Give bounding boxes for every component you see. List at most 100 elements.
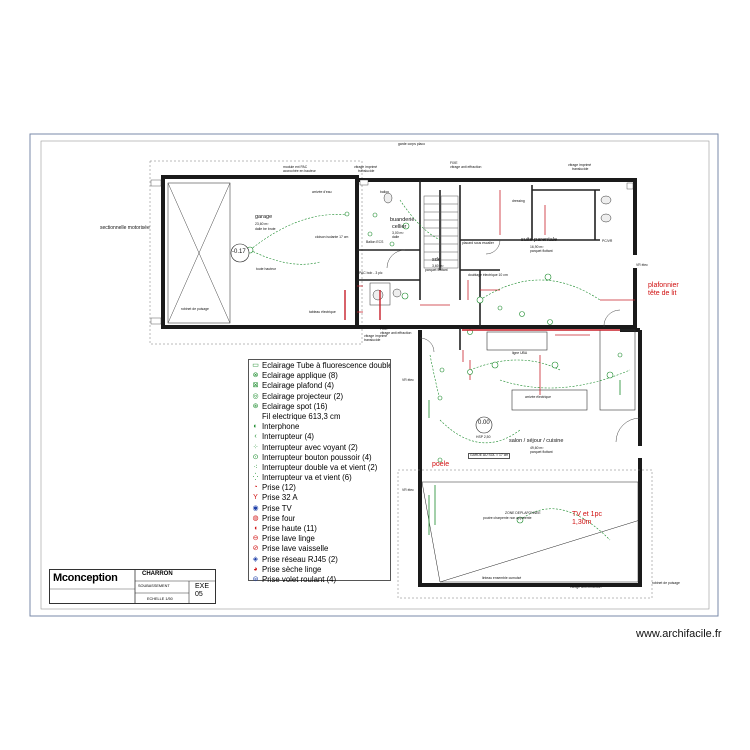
fixe-bottom-label: FIXE <box>380 327 388 331</box>
zone-deplafonnee-outline <box>421 481 641 583</box>
legend-row: ⁘Interrupteur avec voyant (2) <box>252 442 358 452</box>
legend-row: ⊗Eclairage applique (8) <box>252 371 338 381</box>
room-sde-area: 3,60 m² <box>432 264 444 268</box>
dryer-socket-icon: ◕ <box>253 565 258 573</box>
doublage-label: doublage électrique 10 cm <box>468 273 508 277</box>
high-socket-icon: ◖ <box>253 525 258 532</box>
legend-row: ▭Eclairage Tube à fluorescence double <box>252 361 390 370</box>
electrical-legend: ▭Eclairage Tube à fluorescence double ⊗E… <box>248 359 391 584</box>
vitrage-right-label: vitrage imprimé <box>568 163 592 167</box>
room-garage-area: 23,60 m² <box>255 222 269 226</box>
room-buanderie-sub: cellier <box>392 224 407 230</box>
legend-row: ◕Prise sèche linge <box>251 565 390 575</box>
switch-indicator-icon: ⁘ <box>252 443 259 451</box>
room-salon-name: salon / séjour / cuisine <box>509 438 564 444</box>
living-level-note: HSP 2,50 <box>476 435 491 439</box>
legend-row: ◖Prise haute (11) <box>251 524 390 534</box>
legend-row: ⊙Interrupteur bouton poussoir (4) <box>252 452 372 462</box>
electrical-wiring <box>249 199 631 541</box>
wire-icon <box>251 413 260 422</box>
dishwasher-socket-icon: ⊘ <box>252 545 259 553</box>
network-socket-icon: ◈ <box>252 555 259 563</box>
watermark-link: www.archifacile.fr <box>636 628 722 640</box>
legend-row: ⁖Interrupteur double va et vient (2) <box>251 463 390 473</box>
legend-row: ◈Prise réseau RJ45 (2) <box>252 554 338 564</box>
living-level: 0.00 <box>478 420 490 426</box>
fixe-top-label-2: vitrage anti effraction <box>450 165 482 169</box>
pcvr-label: PC/VR <box>602 239 613 243</box>
legend-row: ⊛Eclairage spot (16) <box>252 401 328 411</box>
intercom-icon: ◐ <box>253 423 258 431</box>
room-garage-name: garage <box>255 214 273 220</box>
ligne-uba-label: ligne UBA <box>512 351 528 355</box>
sheet-frame <box>29 133 719 617</box>
vitrage-bottom-right-label: vitrage anti effraction <box>570 585 602 589</box>
double-two-way-switch-icon: ⁖ <box>253 463 258 471</box>
brand-name: Mconception <box>53 572 118 584</box>
legend-row: ⊖Prise lave linge <box>252 534 315 544</box>
note-plafonnier: plafonnier <box>648 282 679 289</box>
sous-escalier-label: PAC bob - 3 plc <box>359 271 383 275</box>
vr-elec-label-1: VR élec <box>402 378 414 382</box>
switch-icon: ‹ <box>254 433 257 441</box>
cloison-label: cloison isolante 17 cm <box>315 235 349 239</box>
room-sde-name: sde <box>432 257 441 263</box>
oven-socket-icon: ◍ <box>252 514 259 522</box>
room-buanderie-floor: dalle <box>392 235 400 239</box>
vitrage-right-label-2: translucide <box>572 167 589 171</box>
module-pac-label-2: accrochée en hauteur <box>283 169 316 173</box>
room-suite-area: 16,90 m² <box>530 245 544 249</box>
room-suite-name: suite parentale <box>521 237 558 243</box>
vitrage-bottom-label: vitrage imprimé <box>364 334 388 338</box>
legend-row: ⊘Prise lave vaisselle <box>252 544 329 554</box>
staircase <box>423 195 459 269</box>
legend-row: ◐Interphone <box>251 422 390 432</box>
room-salon-floor: parquet flottant <box>530 450 553 454</box>
client-name: CHARRON <box>142 571 173 577</box>
door-swings <box>386 239 641 443</box>
vitrage-bottom-label-2: translucide <box>364 338 381 342</box>
room-garage-floor: dalle be brute <box>255 227 276 231</box>
note-tv-height: 1,30m <box>572 519 592 526</box>
wall-light-icon: ⊗ <box>252 372 259 380</box>
room-zone-name: ZONE DEPLAFONNEE <box>505 511 541 515</box>
ballon-label: ballon <box>380 190 390 194</box>
room-zone-sub: poutre charpente non apparente <box>483 516 532 520</box>
title-block-grid <box>49 569 216 604</box>
room-sde-floor: parquet flottant <box>425 268 448 272</box>
terrace-outline <box>397 469 653 599</box>
drawing-scale: ECHELLE 1/50 <box>147 597 173 601</box>
projector-light-icon: ◎ <box>252 392 259 400</box>
legend-row: ⊜Prise volet roulant (4) <box>252 574 337 584</box>
placard-label: placard sous escalier <box>462 241 494 245</box>
robinet-left-label: robinet de puisage <box>181 307 209 311</box>
tv-socket-icon: ◉ <box>252 504 259 512</box>
module-pac-label: module ext PAC <box>283 165 308 169</box>
vr-elec-label-2: VR élec <box>402 488 414 492</box>
title-block: Mconception <box>49 569 216 604</box>
corner-markers <box>150 179 634 325</box>
push-button-icon: ⊙ <box>252 453 259 461</box>
electrical-symbols <box>246 211 623 524</box>
note-poele: poele <box>432 461 450 468</box>
tableau-label: tableau électrique <box>309 310 336 314</box>
vr-right-label: VR élec <box>636 263 648 267</box>
note-tv: TV et 1pc <box>572 511 602 518</box>
legend-row: ◎Eclairage projecteur (2) <box>252 391 344 401</box>
red-dimension-strip <box>344 290 620 331</box>
note-tete-de-lit: tête de lit <box>648 290 677 297</box>
legend-row: ⁛Interrupteur va et vient (6) <box>252 473 352 483</box>
ballon-ecs-label: Ballon ECS <box>366 240 384 244</box>
fixe-top-label: FIXE <box>450 161 458 165</box>
fluorescent-tube-icon: ▭ <box>252 362 259 369</box>
legend-row: ◍Prise four <box>252 513 296 523</box>
socket-32a-icon: Y <box>253 494 258 502</box>
interior-partitions <box>357 180 600 350</box>
garde-corps-label: garde corps placo <box>398 142 425 146</box>
two-way-switch-icon: ⁛ <box>252 474 259 482</box>
washing-machine-socket-icon: ⊖ <box>252 535 259 543</box>
poutre-label: linteau ensemble cumulsé <box>482 576 522 580</box>
vitre-bottom-label: vitrage anti effraction <box>380 331 412 335</box>
